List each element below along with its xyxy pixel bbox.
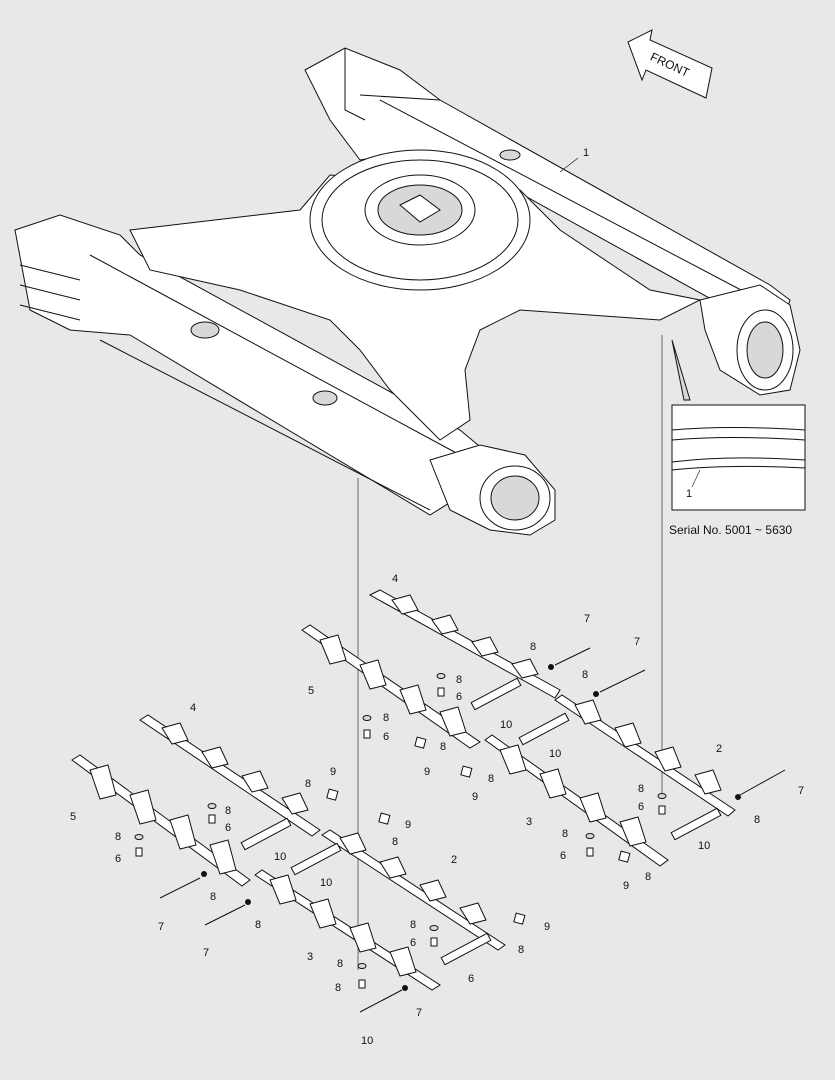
guard-rail-3-right — [484, 734, 669, 867]
callout-c8o: 8 — [210, 891, 216, 903]
track-frame — [14, 47, 801, 536]
callout-c8n: 8 — [392, 836, 398, 848]
callout-c8l: 8 — [225, 805, 231, 817]
callout-c7a: 7 — [584, 613, 590, 625]
callout-c9c: 9 — [623, 880, 629, 892]
callout-c10c: 10 — [698, 840, 710, 852]
callout-c8s: 8 — [337, 958, 343, 970]
inset-detail: 1 — [671, 404, 806, 511]
guard-rail-3-center — [254, 869, 441, 991]
guard-rail-4-lower — [139, 714, 321, 837]
callout-c8e: 8 — [440, 741, 446, 753]
callout-c8d: 8 — [383, 712, 389, 724]
callout-c8g: 8 — [638, 783, 644, 795]
callout-c7c: 7 — [798, 785, 804, 797]
callout-c4a: 4 — [392, 573, 398, 585]
callout-c10a: 10 — [500, 719, 512, 731]
callout-c7f: 10 — [361, 1035, 373, 1047]
callout-c8k: 8 — [305, 778, 311, 790]
callout-c2b: 2 — [451, 854, 457, 866]
callout-c9a: 9 — [424, 766, 430, 778]
callout-c6h: 8 — [335, 982, 341, 994]
callout-labels: 4 5 7 7 8 8 8 6 10 8 6 10 2 9 8 9 8 7 8 … — [70, 573, 804, 1047]
callout-c6g: 6 — [410, 937, 416, 949]
inset-caption: Serial No. 5001 ~ 5630 — [669, 523, 792, 537]
guard-rail-2-center — [321, 829, 506, 951]
callout-c7e: 7 — [203, 947, 209, 959]
callout-c10b: 10 — [549, 748, 561, 760]
callout-c8q: 8 — [410, 919, 416, 931]
callout-c8i: 8 — [562, 828, 568, 840]
callout-c5b: 5 — [70, 811, 76, 823]
callout-c6e: 6 — [225, 822, 231, 834]
inset-callout: 1 — [686, 488, 692, 500]
callout-c9e: 9 — [405, 819, 411, 831]
callout-c8b: 8 — [582, 669, 588, 681]
callout-c7d: 7 — [158, 921, 164, 933]
callout-c2a: 2 — [716, 743, 722, 755]
callout-c3a: 3 — [526, 816, 532, 828]
callout-c6b: 6 — [383, 731, 389, 743]
callout-c8m: 8 — [115, 831, 121, 843]
guard-rail-5-lower — [71, 754, 251, 887]
callout-c6d: 6 — [560, 850, 566, 862]
callout-c4b: 4 — [190, 702, 196, 714]
callout-c6a: 6 — [456, 691, 462, 703]
callout-c5a: 5 — [308, 685, 314, 697]
guard-rail-4-upper — [368, 589, 561, 699]
front-arrow: FRONT — [627, 29, 713, 99]
callout-c8h: 8 — [754, 814, 760, 826]
callout-c10f: 6 — [468, 973, 474, 985]
callout-c6c: 6 — [638, 801, 644, 813]
callout-c9b: 9 — [472, 791, 478, 803]
leader-1 — [559, 157, 579, 173]
callout-c10e: 10 — [320, 877, 332, 889]
callout-c8p: 8 — [255, 919, 261, 931]
guard-rail-2-right — [554, 694, 736, 817]
callout-c9f: 9 — [544, 921, 550, 933]
guard-rail-5-upper — [301, 624, 481, 749]
callout-c8c: 8 — [456, 674, 462, 686]
callout-c1: 1 — [583, 147, 589, 159]
callout-c3b: 3 — [307, 951, 313, 963]
callout-c8f: 8 — [488, 773, 494, 785]
pins-and-fasteners — [134, 647, 786, 1013]
callout-c8j: 8 — [645, 871, 651, 883]
callout-c8r: 8 — [518, 944, 524, 956]
callout-c8a: 8 — [530, 641, 536, 653]
detail-pointer — [671, 339, 691, 401]
callout-c10d: 10 — [274, 851, 286, 863]
callout-c8u: 7 — [416, 1007, 422, 1019]
callout-c9d: 9 — [330, 766, 336, 778]
callout-c7b: 7 — [634, 636, 640, 648]
callout-c6f: 6 — [115, 853, 121, 865]
